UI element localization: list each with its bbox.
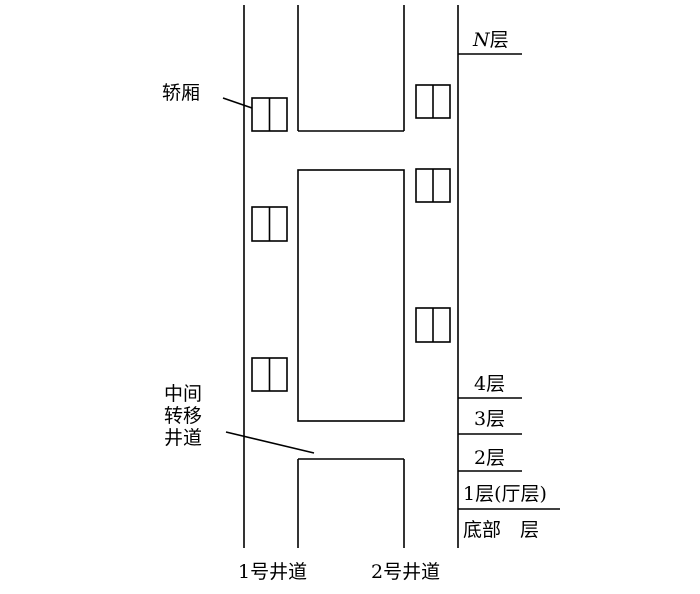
floor-label-4: 4层 [474, 373, 506, 395]
car-shaft1-1 [251, 97, 288, 132]
floor-label-bottom: 底部 层 [463, 519, 540, 541]
car-label: 轿厢 [162, 82, 201, 104]
floor-label-1: 1层(厅层) [463, 483, 547, 505]
middle-block [297, 169, 405, 422]
car-shaft2-2 [415, 168, 451, 203]
shaft1-label: 1号井道 [238, 561, 308, 583]
car-leader-line [222, 97, 253, 109]
transfer-shaft-label: 中间 转移 井道 [164, 383, 202, 449]
floor-n-suffix: 层 [489, 29, 509, 51]
car-shaft2-1 [415, 84, 451, 119]
floor-n-variable: N [473, 29, 490, 51]
car-shaft1-3 [251, 357, 288, 392]
floor-label-3: 3层 [474, 408, 506, 430]
transfer-leader-line [225, 431, 315, 454]
floor-label-2: 2层 [474, 447, 506, 469]
transfer-label-line2: 转移 [164, 405, 203, 427]
car-shaft1-2 [251, 206, 288, 242]
car-shaft2-3 [415, 307, 451, 343]
transfer-label-line3: 井道 [164, 427, 203, 449]
transfer-label-line1: 中间 [164, 383, 203, 405]
floor-label-n: N层 [473, 31, 509, 50]
shaft2-label: 2号井道 [371, 561, 441, 583]
